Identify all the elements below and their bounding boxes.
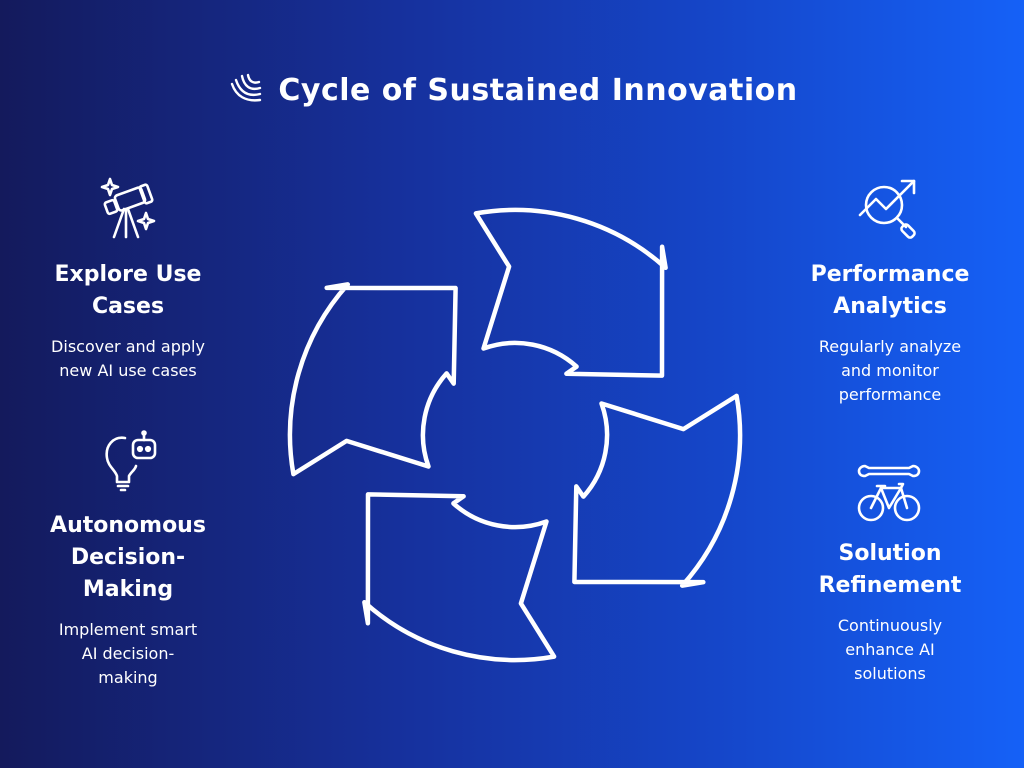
cycle-arrow-segment: [362, 492, 557, 663]
circular-arrows-cycle-icon: [287, 207, 743, 663]
step-autonomous-decision-making: Autonomous Decision- Making Implement sm…: [18, 428, 238, 690]
lightbulb-robot-icon: [105, 430, 157, 492]
step-title-refinement: Solution Refinement: [818, 541, 962, 598]
chart-magnifier-icon: [858, 179, 916, 239]
step-performance-analytics: Performance Analytics Regularly analyze …: [780, 175, 1000, 407]
step-description-refinement: Continuously enhance AI solutions: [837, 616, 943, 683]
step-title-explore: Explore Use Cases: [54, 262, 202, 319]
step-solution-refinement: Solution Refinement Continuously enhance…: [780, 458, 1000, 686]
step-title-analytics: Performance Analytics: [810, 262, 970, 319]
step-description-analytics: Regularly analyze and monitor performanc…: [818, 337, 962, 404]
step-explore-use-cases: Explore Use Cases Discover and apply new…: [18, 175, 238, 383]
cycle-arrow-group: [287, 207, 743, 663]
page-title-row: Cycle of Sustained Innovation: [0, 70, 1024, 110]
cycle-arrow-segment: [473, 207, 668, 378]
step-description-autonomous: Implement smart AI decision- making: [58, 620, 198, 687]
cycle-arrow-segment: [572, 393, 743, 588]
telescope-icon: [100, 177, 156, 239]
wrench-bicycle-icon: [857, 464, 921, 522]
page-title: Cycle of Sustained Innovation: [278, 72, 798, 108]
cycle-arrow-segment: [287, 282, 458, 477]
swoosh-logo-icon: [231, 73, 262, 102]
step-description-explore: Discover and apply new AI use cases: [51, 337, 205, 380]
step-title-autonomous: Autonomous Decision- Making: [50, 513, 206, 602]
